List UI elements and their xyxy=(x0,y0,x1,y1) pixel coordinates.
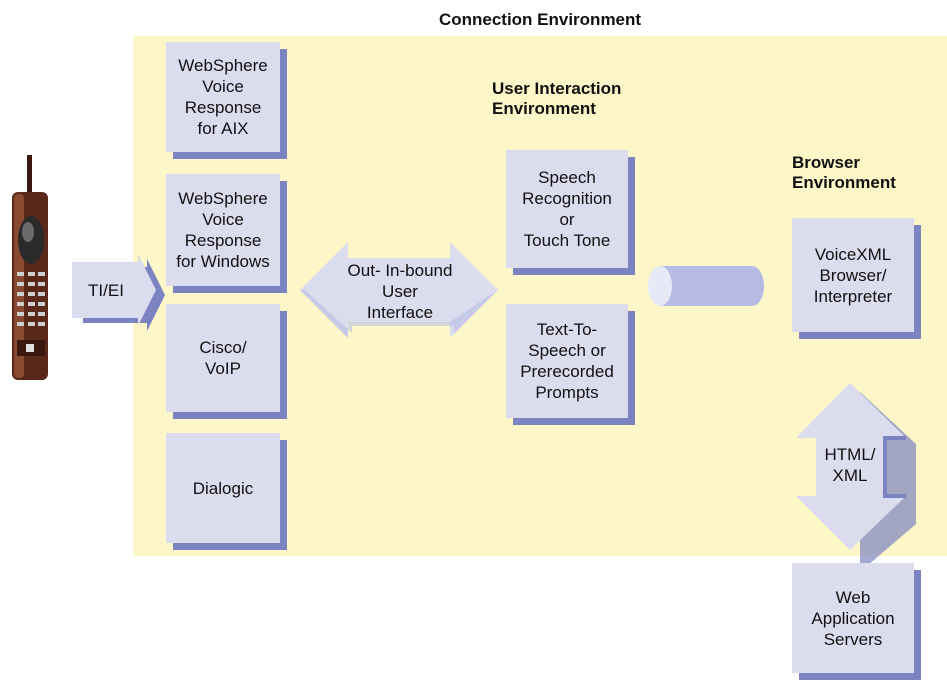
connection-environment-title: Connection Environment xyxy=(438,10,642,29)
ti-ei-label: TI/EI xyxy=(88,281,124,300)
html-xml-label: HTML/XML xyxy=(824,445,876,485)
ti-ei-arrow xyxy=(72,254,165,331)
phone-icon xyxy=(12,155,48,380)
html-xml-arrow xyxy=(796,383,916,572)
dialogic-box: Dialogic xyxy=(166,433,280,543)
out-in-bound-arrow xyxy=(300,242,498,338)
connector-cylinder xyxy=(648,266,764,306)
cisco-voip-box: Cisco/VoIP xyxy=(166,304,280,412)
